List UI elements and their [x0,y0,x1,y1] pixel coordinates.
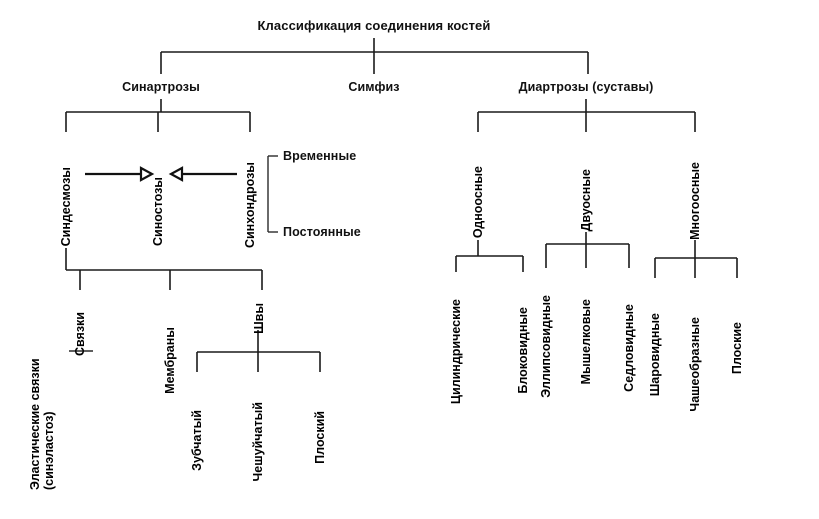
node-permanent: Постоянные [283,225,361,239]
node-ellipsoid: Эллипсовидные [539,272,555,398]
node-syndesmoses: Синдесмозы [59,136,75,246]
node-elastic-ligaments: Эластические связки (синэластоз) [28,300,72,490]
node-cotyloid: Чашеобразные [688,282,704,412]
node-sutures: Швы [252,294,268,334]
node-sutures-label: Швы [252,303,266,334]
node-symphysis: Симфиз [348,80,400,94]
node-ligaments-label: Связки [73,312,87,356]
node-ellipsoid-label: Эллипсовидные [539,295,553,398]
node-membranes: Мембраны [163,294,179,394]
node-trochlear: Блоковидные [516,276,532,394]
node-serrate-suture: Зубчатый [190,376,206,471]
node-biaxial-label: Двуосные [579,169,593,232]
node-uniaxial: Одноосные [471,136,487,238]
node-cylindrical-label: Цилиндрические [449,298,463,404]
node-ligaments: Связки [73,294,89,356]
node-synostoses-label: Синостозы [151,176,165,246]
node-trochlear-label: Блоковидные [516,307,530,394]
node-syndesmoses-label: Синдесмозы [59,166,73,246]
node-multiaxial-label: Многоосные [688,162,702,240]
node-saddle-label: Седловидные [622,304,636,392]
node-biaxial: Двуосные [579,136,595,232]
node-saddle: Седловидные [622,272,638,392]
node-cylindrical: Цилиндрические [449,276,465,404]
node-spheroid: Шаровидные [648,282,664,396]
node-flat-suture-label: Плоский [313,411,327,464]
node-diarthroses: Диартрозы (суставы) [518,80,654,94]
node-membranes-label: Мембраны [163,327,177,394]
page-title: Классификация соединения костей [257,18,491,33]
node-squamous-suture-label: Чешуйчатый [251,401,265,481]
node-synchondroses: Синхондрозы [243,136,259,248]
node-cotyloid-label: Чашеобразные [688,317,702,412]
node-synchondroses-label: Синхондрозы [243,161,257,248]
node-plane-joint: Плоские [730,282,746,374]
node-condylar: Мышелковые [579,272,595,384]
node-uniaxial-label: Одноосные [471,165,485,238]
node-plane-joint-label: Плоские [730,321,744,374]
node-serrate-suture-label: Зубчатый [190,410,204,471]
node-temporary: Временные [283,149,357,163]
node-synostoses: Синостозы [151,136,167,246]
node-flat-suture: Плоский [313,376,329,464]
node-spheroid-label: Шаровидные [648,312,662,396]
node-synarthroses: Синартрозы [122,80,200,94]
node-multiaxial: Многоосные [688,136,704,240]
node-condylar-label: Мышелковые [579,298,593,384]
node-squamous-suture: Чешуйчатый [251,376,267,481]
node-elastic-ligaments-label: Эластические связки (синэластоз) [28,358,56,490]
